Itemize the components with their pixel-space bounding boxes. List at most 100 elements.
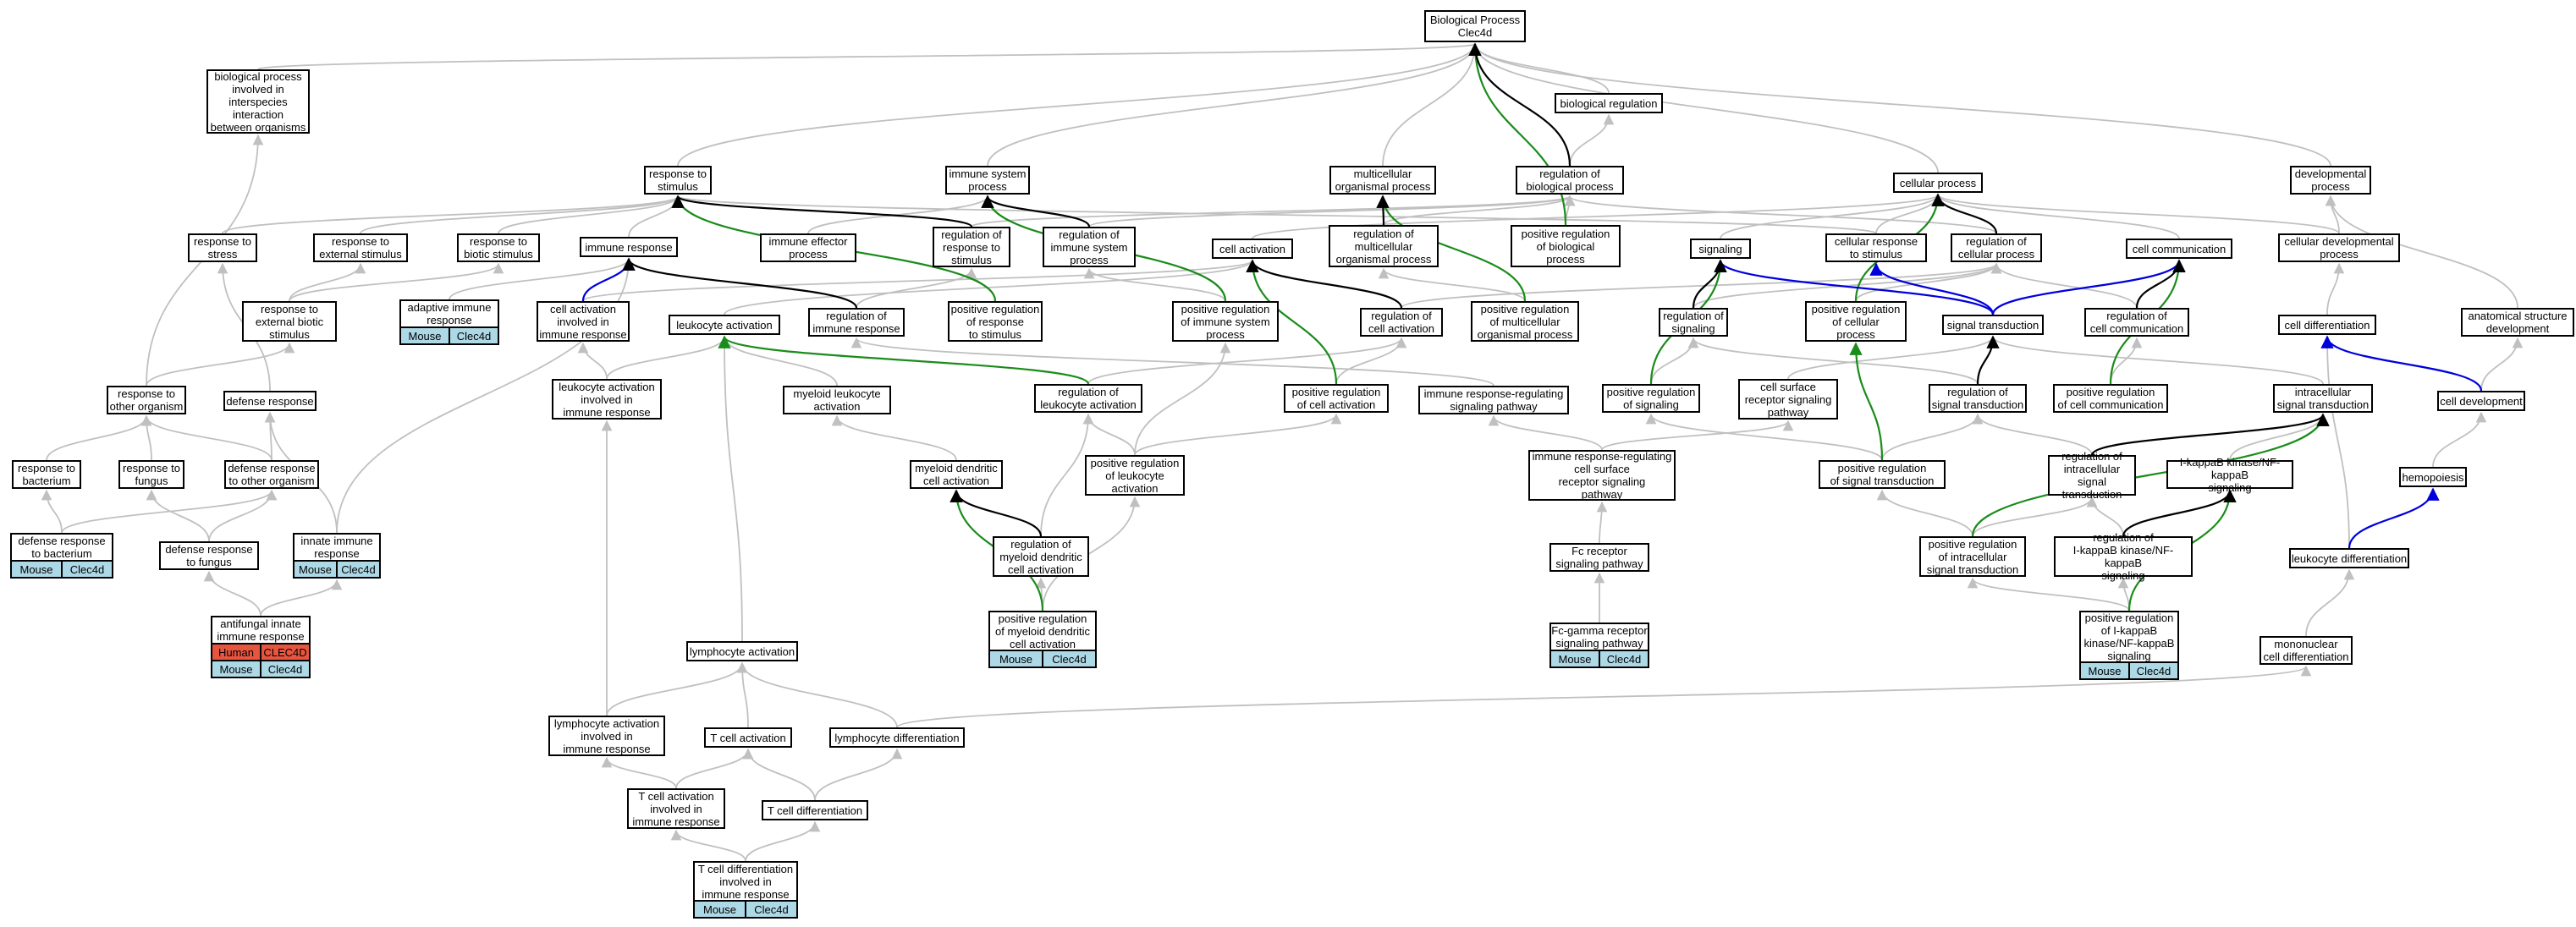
go-term-defbact[interactable]: defense response to bacterium — [10, 533, 113, 562]
go-term-posregcellcomm[interactable]: positive regulation of cell communicatio… — [2053, 384, 2168, 413]
edge-defresporg-to-resporg — [140, 414, 272, 461]
go-term-celldevproc[interactable]: cellular developmental process — [2278, 233, 2400, 262]
go-term-innate[interactable]: innate immune response — [293, 533, 381, 562]
edge-respstim-to-bp — [677, 42, 1481, 167]
go-term-immsys[interactable]: immune system process — [945, 166, 1030, 195]
go-term-posregmyeldend[interactable]: positive regulation of myeloid dendritic… — [988, 611, 1097, 651]
go-term-lymphdiff[interactable]: lymphocyte differentiation — [829, 727, 965, 748]
go-term-antifungal[interactable]: antifungal innate immune response — [211, 616, 311, 645]
species-label: Mouse — [2081, 663, 2128, 678]
go-term-regcellcomm[interactable]: regulation of cell communication — [2084, 308, 2189, 337]
go-term-posregcellproc[interactable]: positive regulation of cellular process — [1805, 301, 1907, 342]
go-term-cellact[interactable]: cell activation — [1212, 239, 1293, 259]
go-term-regimmresp[interactable]: regulation of immune response — [808, 308, 905, 337]
gene-label: CLEC4D — [260, 645, 309, 660]
go-term-tcelldiffimm[interactable]: T cell differentiation involved in immun… — [693, 861, 798, 902]
go-term-respfungus[interactable]: response to fungus — [118, 460, 184, 489]
go-term-immresp[interactable]: immune response — [580, 237, 678, 257]
edge-leukactimm-to-cellactimm — [577, 342, 608, 380]
go-term-posregrespstim[interactable]: positive regulation of response to stimu… — [948, 301, 1043, 342]
edge-irrcsrsp-to-irrsp — [1488, 414, 1603, 451]
go-term-cellactimm[interactable]: cell activation involved in immune respo… — [537, 301, 630, 342]
go-term-defresp[interactable]: defense response — [223, 391, 316, 411]
go-term-regmulti[interactable]: regulation of multicellular organismal p… — [1329, 225, 1439, 267]
go-term-lymphact[interactable]: lymphocyte activation — [686, 641, 798, 661]
go-term-defresporg[interactable]: defense response to other organism — [224, 460, 319, 489]
go-term-posregcellact[interactable]: positive regulation of cell activation — [1284, 384, 1389, 413]
go-term-respstim[interactable]: response to stimulus — [644, 166, 712, 195]
edge-posregcellact-to-regcellact — [1335, 337, 1407, 385]
go-term-leukact[interactable]: leukocyte activation — [669, 315, 780, 335]
go-term-regmyeldend[interactable]: regulation of myeloid dendritic cell act… — [993, 536, 1089, 577]
go-term-respstress[interactable]: response to stress — [188, 233, 257, 262]
go-term-adaptive[interactable]: adaptive immune response — [399, 299, 499, 328]
go-term-lymphactimm[interactable]: lymphocyte activation involved in immune… — [548, 716, 665, 756]
go-term-regimmsys[interactable]: regulation of immune system process — [1043, 227, 1136, 267]
go-term-ikb[interactable]: I-kappaB kinase/NF-kappaB signaling — [2166, 456, 2293, 494]
go-term-biorelinter[interactable]: biological process involved in interspec… — [206, 69, 310, 134]
go-term-regsigtrans[interactable]: regulation of signal transduction — [1929, 384, 2027, 413]
go-term-tcellactimm[interactable]: T cell activation involved in immune res… — [627, 788, 725, 829]
edge-hemo-to-celldev — [2432, 411, 2487, 468]
go-term-regrespstim[interactable]: regulation of response to stimulus — [933, 227, 1010, 267]
go-term-respbiotic[interactable]: response to biotic stimulus — [457, 233, 540, 262]
go-term-regleukact[interactable]: regulation of leukocyte activation — [1034, 384, 1142, 413]
go-term-bioreg[interactable]: biological regulation — [1555, 93, 1663, 113]
go-term-deffungus[interactable]: defense response to fungus — [159, 541, 259, 570]
go-term-leukdiff[interactable]: leukocyte differentiation — [2289, 548, 2409, 568]
go-term-irrcsrsp[interactable]: immune response-regulating cell surface … — [1528, 450, 1676, 501]
go-term-regintrasig[interactable]: regulation of intracellular signal trans… — [2048, 450, 2136, 501]
go-term-posregsigtrans[interactable]: positive regulation of signal transducti… — [1819, 460, 1946, 489]
go-term-immeff[interactable]: immune effector process — [760, 233, 856, 262]
go-term-multi[interactable]: multicellular organismal process — [1329, 166, 1436, 195]
go-term-devproc[interactable]: developmental process — [2290, 166, 2371, 195]
go-term-posregimmsys[interactable]: positive regulation of immune system pro… — [1172, 301, 1279, 342]
edge-regrespstim-to-respstim — [671, 195, 973, 228]
edge-tcelldiff-to-tcellact — [742, 748, 816, 801]
go-term-hemo[interactable]: hemopoiesis — [2399, 467, 2467, 487]
go-term-celldev[interactable]: cell development — [2437, 391, 2525, 411]
go-term-tcelldiff[interactable]: T cell differentiation — [762, 800, 868, 820]
go-term-respbact[interactable]: response to bacterium — [12, 460, 81, 489]
species-label: Mouse — [12, 562, 61, 577]
go-term-mononuc[interactable]: mononuclear cell differentiation — [2260, 636, 2353, 665]
go-term-sigtrans[interactable]: signal transduction — [1942, 315, 2044, 335]
go-term-regcellact[interactable]: regulation of cell activation — [1360, 308, 1443, 337]
go-term-cellcomm[interactable]: cell communication — [2126, 239, 2232, 259]
go-term-posregleukact[interactable]: positive regulation of leukocyte activat… — [1085, 455, 1185, 496]
go-term-posregbio[interactable]: positive regulation of biological proces… — [1511, 225, 1621, 267]
go-term-myeleuk[interactable]: myeloid leukocyte activation — [783, 386, 891, 414]
edge-regleukact-to-leukact — [718, 335, 1090, 385]
go-term-regbio[interactable]: regulation of biological process — [1516, 166, 1624, 195]
go-term-irrsp[interactable]: immune response-regulating signaling pat… — [1418, 386, 1569, 414]
edge-regcellproc-to-regbio — [1564, 195, 1997, 234]
go-term-anatdev[interactable]: anatomical structure development — [2461, 308, 2574, 337]
go-term-posregsignaling[interactable]: positive regulation of signaling — [1602, 384, 1700, 413]
go-term-posregmulti[interactable]: positive regulation of multicellular org… — [1471, 301, 1579, 342]
go-term-csrsp[interactable]: cell surface receptor signaling pathway — [1738, 379, 1838, 420]
go-term-intrasig[interactable]: intracellular signal transduction — [2273, 384, 2373, 413]
go-term-respextbiotic[interactable]: response to external biotic stimulus — [242, 301, 337, 342]
go-term-leukactimm[interactable]: leukocyte activation involved in immune … — [552, 379, 662, 420]
go-term-regcellproc[interactable]: regulation of cellular process — [1951, 233, 2042, 262]
go-term-celldiff[interactable]: cell differentiation — [2278, 315, 2376, 335]
go-term-fcrsp[interactable]: Fc receptor signaling pathway — [1549, 543, 1649, 572]
go-term-posregikb[interactable]: positive regulation of I-kappaB kinase/N… — [2079, 611, 2179, 663]
go-term-regsignaling[interactable]: regulation of signaling — [1659, 308, 1728, 337]
go-term-resporg[interactable]: response to other organism — [107, 386, 186, 414]
go-term-respext[interactable]: response to external stimulus — [313, 233, 408, 262]
go-term-cellproc[interactable]: cellular process — [1893, 173, 1983, 193]
edge-respextbiotic-to-respbiotic — [289, 262, 504, 302]
go-term-regikb[interactable]: regulation of I-kappaB kinase/NF-kappaB … — [2054, 531, 2193, 582]
go-term-signaling[interactable]: signaling — [1690, 239, 1751, 259]
go-term-tcellact[interactable]: T cell activation — [704, 727, 792, 748]
edge-celldiff-to-celldevproc — [2326, 262, 2345, 315]
edge-tcellactimm-to-lymphactimm — [601, 756, 677, 789]
go-term-posregintrasig[interactable]: positive regulation of intracellular sig… — [1919, 536, 2026, 577]
go-term-fcgamma[interactable]: Fc-gamma receptor signaling pathway — [1549, 623, 1649, 651]
go-term-myeldend[interactable]: myeloid dendritic cell activation — [910, 460, 1003, 489]
go-term-bp[interactable]: Biological Process Clec4d — [1424, 10, 1526, 42]
go-term-cellrespstim[interactable]: cellular response to stimulus — [1825, 233, 1927, 262]
edge-resporg-to-respextbiotic — [146, 342, 295, 387]
